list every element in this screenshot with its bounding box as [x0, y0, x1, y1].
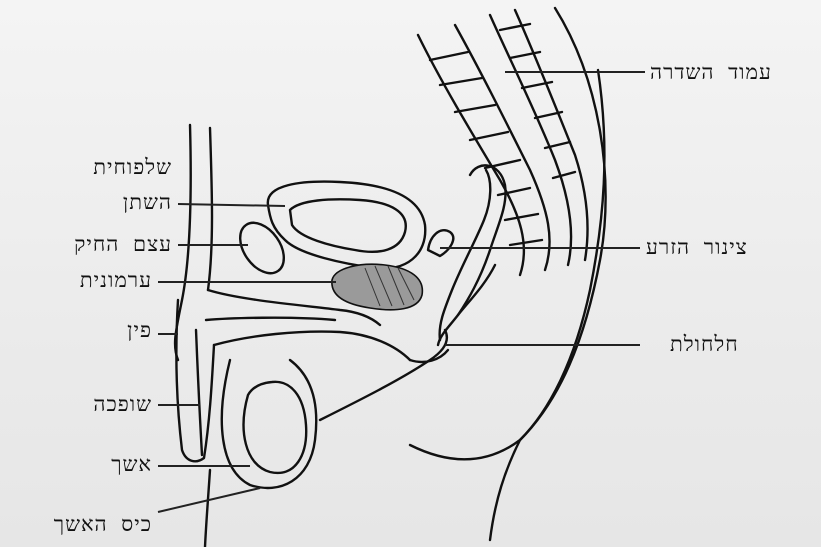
urethra-tube — [196, 330, 202, 455]
label-bladder-line1: שלפוחית — [60, 155, 172, 180]
seminal-vesicle — [428, 230, 453, 256]
label-bladder-line2: השתן — [60, 190, 172, 215]
label-testis: אשך — [40, 452, 152, 477]
label-penis: פין — [60, 318, 152, 343]
penis-outline — [176, 300, 214, 461]
rectum-outline — [438, 165, 506, 345]
label-anus: חלחולת — [670, 332, 810, 357]
label-spine: עמוד השדרה — [650, 60, 815, 85]
label-scrotum: כיס האשך — [4, 512, 152, 537]
bladder-inner — [290, 199, 406, 252]
abdomen-outline — [208, 128, 212, 290]
spine-back — [455, 25, 550, 270]
pubic-bone — [231, 215, 293, 282]
label-pubic-bone: עצם החיק — [20, 232, 172, 257]
testis-outline — [244, 382, 307, 473]
label-urethra: שופכה — [20, 392, 152, 417]
label-vas-deferens: צינור הזרע — [646, 235, 811, 260]
scrotum-outline — [222, 360, 316, 488]
label-prostate: ערמונית — [20, 268, 152, 293]
